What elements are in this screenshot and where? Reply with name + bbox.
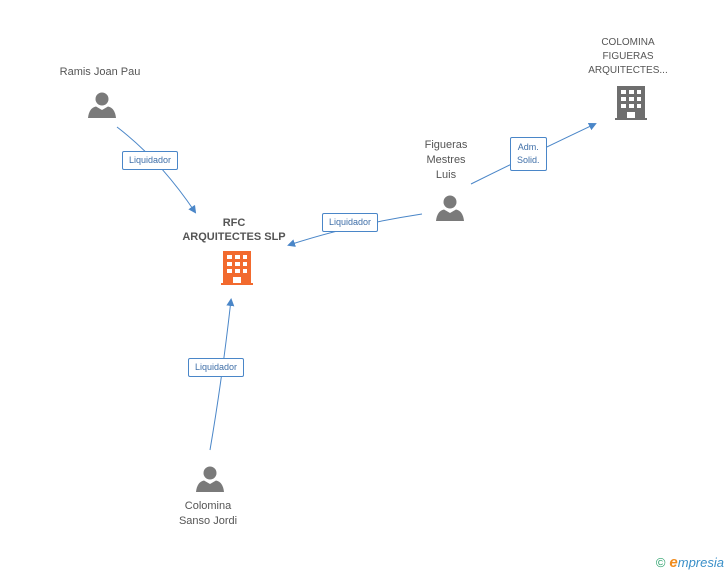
edge-label-text: Solid. [517, 155, 540, 165]
brand-e-logo: e [669, 554, 678, 571]
node-name-line: Figueras [424, 139, 468, 151]
edge-label-figueras-rfc: Liquidador [322, 213, 379, 232]
empresia-brand[interactable]: ©empresia [656, 554, 724, 571]
node-colomina-sanso-label[interactable]: Colomina Sanso Jordi [158, 499, 258, 529]
edge-label-text: Adm. [517, 142, 539, 152]
edge-sanso-to-rfc [209, 298, 235, 451]
edge-label-ramis-rfc: Liquidador [122, 151, 179, 170]
building-icon[interactable] [615, 86, 647, 120]
copyright-symbol: © [655, 555, 666, 570]
person-icon[interactable] [88, 92, 116, 119]
edge-label-text: Liquidador [129, 155, 172, 165]
edge-label-text: Liquidador [329, 217, 372, 227]
node-name-line: RFC [222, 217, 246, 229]
node-name-line: Colomina [184, 500, 232, 512]
node-name-line: ARQUITECTES... [588, 65, 668, 76]
edge-label-figueras-colomina: Adm. Solid. [510, 137, 547, 171]
node-name-line: Ramis Joan Pau [59, 66, 141, 78]
node-name-line: Sanso Jordi [178, 515, 238, 527]
edge-label-sanso-rfc: Liquidador [188, 358, 245, 377]
person-icon[interactable] [196, 466, 224, 493]
node-figueras-label[interactable]: Figueras Mestres Luis [396, 138, 496, 183]
person-icon[interactable] [436, 195, 464, 222]
node-name-line: Mestres [426, 154, 466, 166]
node-name-line: FIGUERAS [602, 51, 654, 62]
edge-label-text: Liquidador [195, 362, 238, 372]
building-icon[interactable] [221, 251, 253, 285]
node-name-line: COLOMINA [601, 37, 655, 48]
node-name-line: Luis [435, 169, 457, 181]
node-colomina-figueras-label[interactable]: COLOMINA FIGUERAS ARQUITECTES... [570, 36, 686, 78]
node-rfc-label[interactable]: RFC ARQUITECTES SLP [164, 216, 304, 244]
node-ramis-label[interactable]: Ramis Joan Pau [40, 65, 160, 80]
node-name-line: ARQUITECTES SLP [182, 231, 286, 243]
brand-name: mpresia [677, 555, 724, 570]
